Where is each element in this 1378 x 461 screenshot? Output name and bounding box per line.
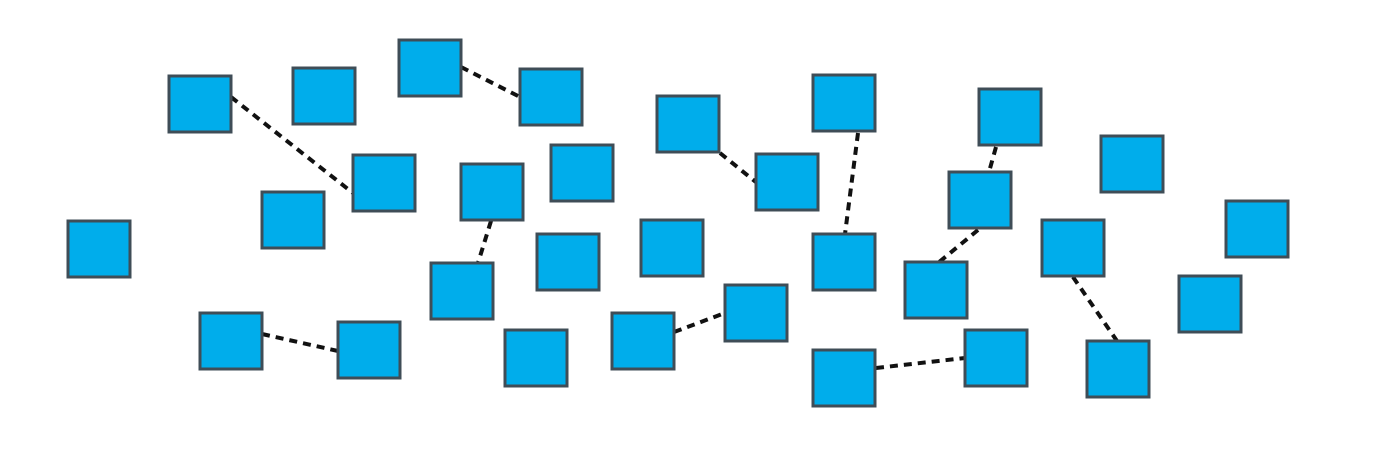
dashed-connector-6 (843, 132, 860, 235)
dashed-connector-2 (460, 65, 521, 99)
square-node-23 (903, 260, 969, 320)
square-node-20 (811, 73, 877, 133)
square-node-19 (754, 152, 820, 212)
nodes-layer (66, 38, 1290, 408)
square-node-28 (1099, 134, 1165, 194)
dashed-connector-7 (673, 311, 726, 334)
dashed-connector-3 (476, 220, 493, 264)
square-node-22 (811, 348, 877, 408)
square-node-30 (1177, 274, 1243, 334)
square-node-2 (167, 74, 233, 134)
square-node-11 (429, 261, 495, 321)
square-node-15 (610, 311, 676, 371)
square-node-13 (549, 143, 615, 203)
square-node-29 (1085, 339, 1151, 399)
square-node-16 (639, 218, 705, 278)
square-node-12 (535, 232, 601, 292)
square-node-26 (963, 328, 1029, 388)
square-node-5 (198, 311, 264, 371)
square-node-4 (291, 66, 357, 126)
square-node-3 (260, 190, 326, 250)
square-node-7 (351, 153, 417, 213)
square-node-21 (811, 232, 877, 292)
edges-layer (229, 65, 1119, 370)
square-node-9 (518, 67, 584, 127)
square-node-8 (397, 38, 463, 98)
dashed-connector-4 (261, 332, 339, 353)
dashed-connector-9 (987, 146, 998, 173)
square-node-31 (1224, 199, 1290, 259)
square-node-1 (66, 219, 132, 279)
dashed-connector-10 (936, 228, 980, 265)
square-node-14 (503, 328, 569, 388)
square-node-6 (336, 320, 402, 380)
dashed-connector-1 (229, 95, 355, 195)
dashed-connector-8 (875, 356, 966, 370)
dashed-connector-11 (1071, 275, 1119, 343)
dashed-connector-5 (718, 151, 759, 185)
square-node-27 (1040, 218, 1106, 278)
square-node-18 (723, 283, 789, 343)
square-node-17 (655, 94, 721, 154)
square-node-24 (947, 170, 1013, 230)
square-node-25 (977, 87, 1043, 147)
square-node-10 (459, 162, 525, 222)
